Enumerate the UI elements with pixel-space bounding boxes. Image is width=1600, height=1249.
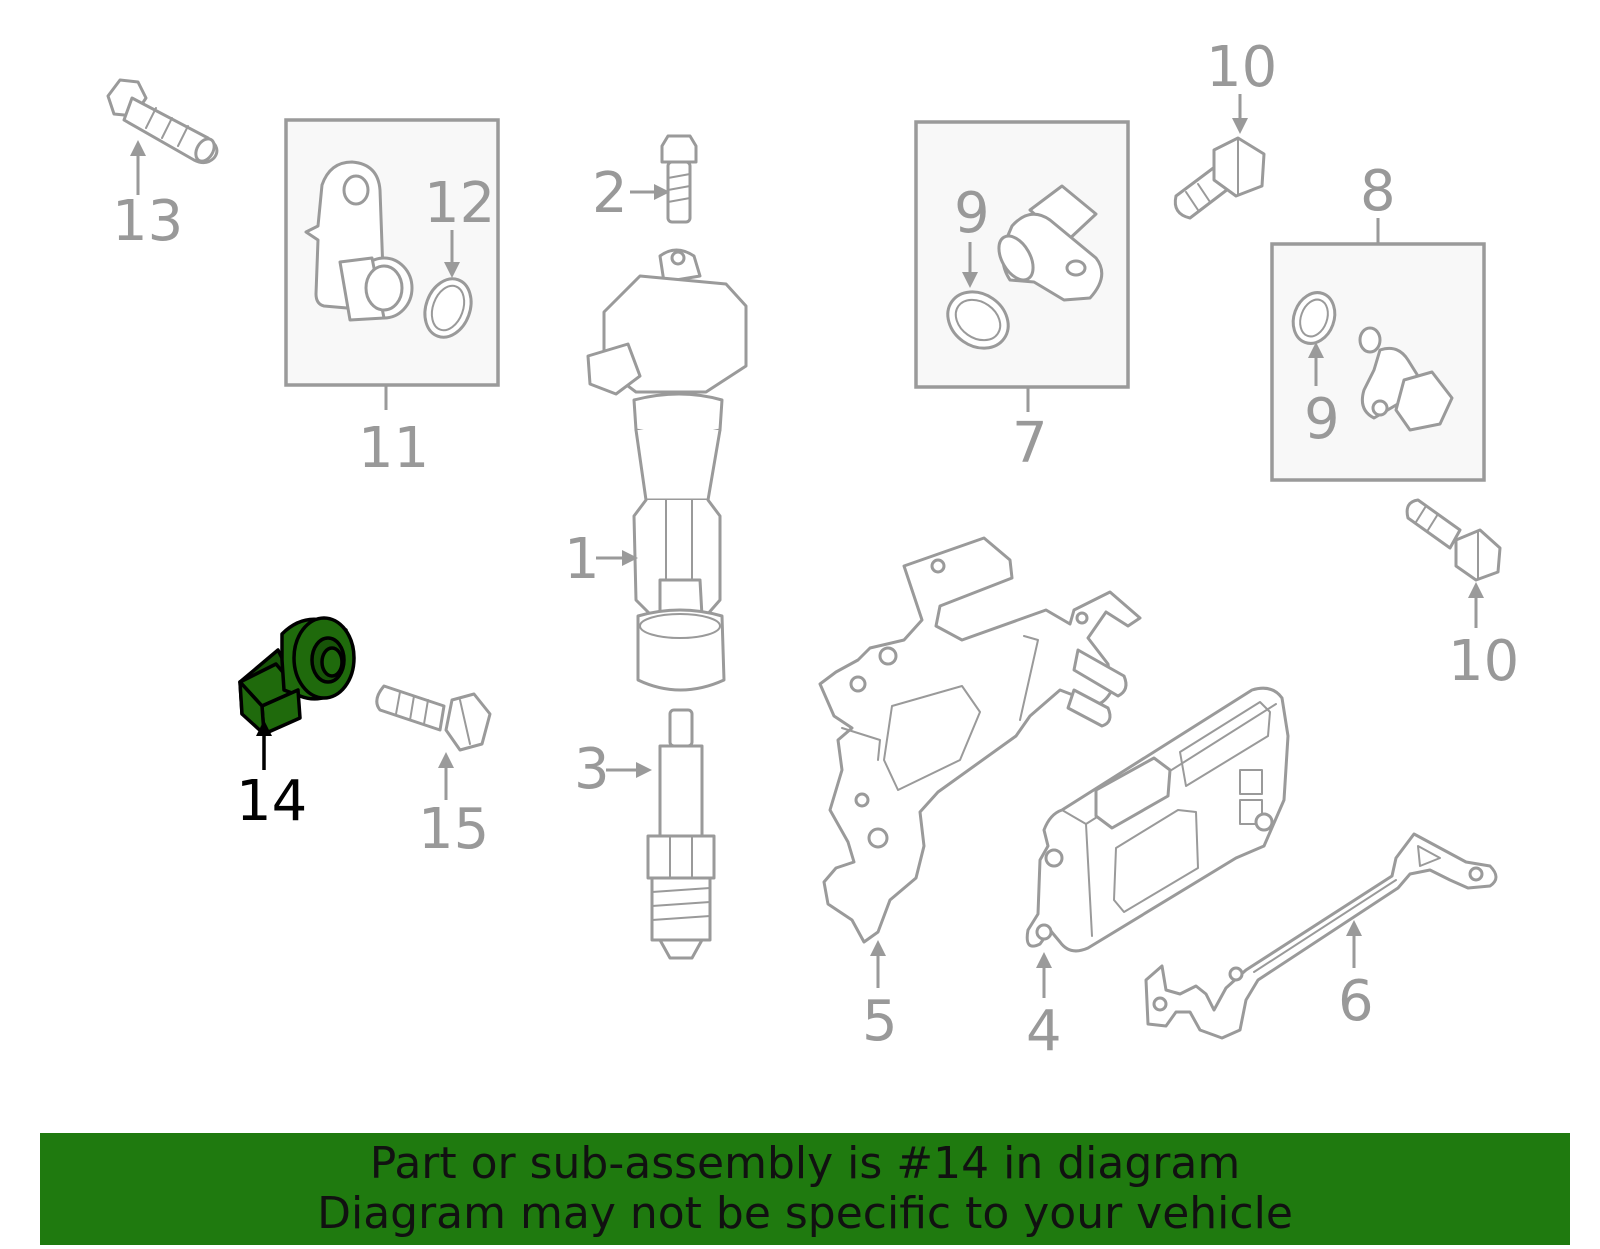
callout-10b: 10 bbox=[1448, 629, 1519, 694]
o-ring-12-icon[interactable] bbox=[417, 272, 479, 343]
callout-4: 4 bbox=[1026, 999, 1062, 1064]
bolt-2-icon[interactable] bbox=[660, 134, 698, 224]
bolt-15-icon[interactable] bbox=[375, 684, 492, 752]
callout-7: 7 bbox=[1012, 411, 1048, 476]
o-ring-9a-icon[interactable] bbox=[937, 280, 1019, 359]
ecm-4-icon[interactable] bbox=[1025, 686, 1290, 953]
spark-plug-3-icon[interactable] bbox=[646, 708, 716, 960]
banner-line-1: Part or sub-assembly is #14 in diagram bbox=[369, 1138, 1241, 1189]
bolt-10b-icon[interactable] bbox=[1405, 498, 1502, 582]
callout-12: 12 bbox=[424, 171, 495, 236]
crankshaft-sensor-8-icon[interactable] bbox=[1358, 326, 1454, 432]
callout-11: 11 bbox=[358, 416, 429, 481]
callout-8: 8 bbox=[1360, 159, 1396, 224]
bracket-6-icon[interactable] bbox=[1144, 832, 1498, 1040]
callout-6: 6 bbox=[1338, 969, 1374, 1034]
callout-1: 1 bbox=[564, 527, 600, 592]
callout-14: 14 bbox=[236, 769, 307, 834]
callout-9b: 9 bbox=[1304, 387, 1340, 452]
knock-sensor-14-icon[interactable] bbox=[238, 616, 356, 736]
callout-5: 5 bbox=[862, 989, 898, 1054]
callout-15: 15 bbox=[418, 797, 489, 862]
bolt-13-icon[interactable] bbox=[106, 78, 219, 165]
callout-3: 3 bbox=[574, 737, 610, 802]
callout-9a: 9 bbox=[954, 181, 990, 246]
o-ring-9b-icon[interactable] bbox=[1286, 287, 1341, 350]
callout-2: 2 bbox=[592, 161, 628, 226]
camshaft-sensor-11-icon[interactable] bbox=[304, 160, 414, 322]
ignition-coil-1-icon[interactable] bbox=[586, 248, 748, 692]
callout-13: 13 bbox=[112, 189, 183, 254]
bolt-10a-icon[interactable] bbox=[1173, 136, 1266, 220]
bracket-5-icon[interactable] bbox=[818, 536, 1142, 944]
crankshaft-sensor-7-icon[interactable] bbox=[992, 184, 1104, 302]
banner-line-2: Diagram may not be specific to your vehi… bbox=[317, 1188, 1293, 1239]
info-banner: Part or sub-assembly is #14 in diagram D… bbox=[40, 1133, 1570, 1245]
callout-10a: 10 bbox=[1206, 35, 1277, 100]
